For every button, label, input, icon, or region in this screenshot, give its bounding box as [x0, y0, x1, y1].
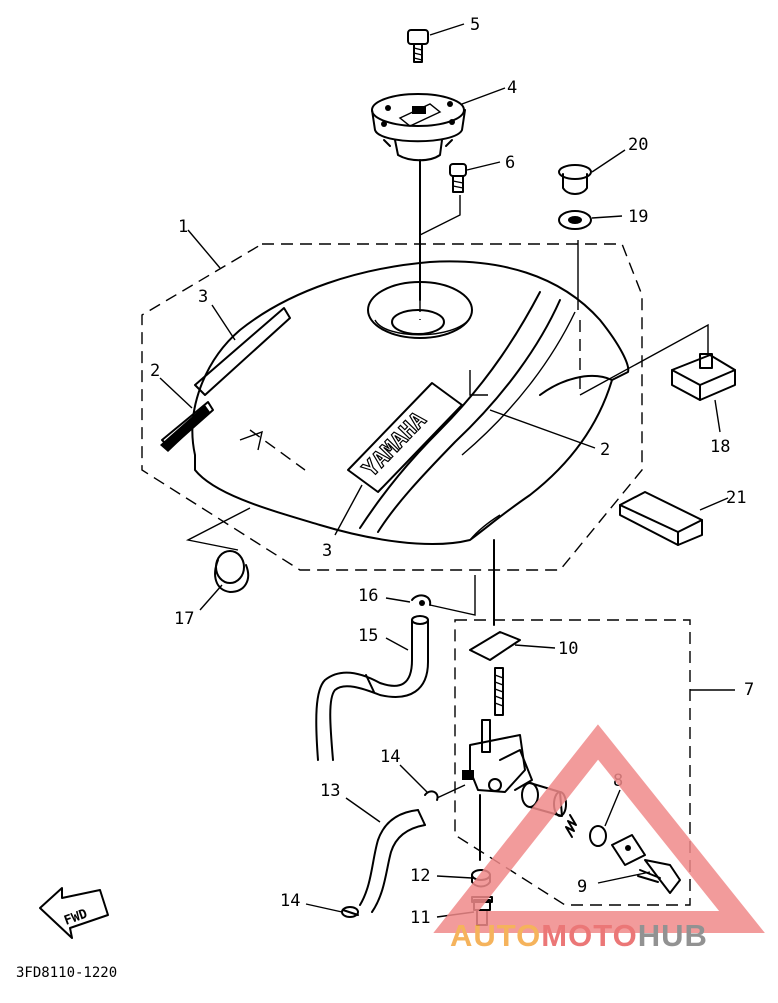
callout-2-right: 2 — [600, 440, 610, 460]
tank-bolt — [449, 163, 467, 193]
callout-15: 15 — [358, 626, 378, 646]
fuel-tank — [191, 260, 630, 545]
fwd-arrow: FWD — [39, 887, 109, 939]
watermark-hub: HUB — [638, 918, 708, 953]
callout-20: 20 — [628, 135, 648, 155]
callout-1: 1 — [178, 217, 188, 237]
fuel-hose-upper — [315, 615, 429, 761]
hose-clip-middle — [424, 784, 466, 801]
callout-10: 10 — [558, 639, 578, 659]
gasket — [469, 631, 521, 661]
side-stripe-decals — [160, 307, 291, 452]
o-ring — [589, 825, 607, 847]
callout-3-lower: 3 — [322, 541, 332, 561]
callout-4: 4 — [507, 78, 517, 98]
callout-19: 19 — [628, 207, 648, 227]
watermark-triangle — [433, 724, 765, 933]
callout-2-left: 2 — [150, 361, 160, 381]
watermark-auto: AUTO — [450, 918, 541, 953]
damper-pad — [619, 491, 703, 546]
brand-decal-text: YAMAHA — [358, 408, 431, 483]
callout-6: 6 — [505, 153, 515, 173]
callout-9: 9 — [577, 877, 587, 897]
rubber-damper — [214, 550, 250, 593]
hose-clip-top — [411, 594, 432, 606]
callout-5: 5 — [470, 15, 480, 35]
automotohub-watermark: AUTOMOTOHUB — [433, 724, 765, 953]
fuel-hose-lower — [359, 809, 426, 913]
callout-14-upper: 14 — [380, 747, 400, 767]
fuel-cock-group-outline — [454, 619, 691, 906]
callout-3-upper: 3 — [198, 287, 208, 307]
callout-7: 7 — [744, 680, 754, 700]
yamaha-decal: YAMAHA — [347, 382, 463, 493]
fuel-cock — [462, 667, 533, 861]
callout-21: 21 — [726, 488, 746, 508]
callout-12: 12 — [410, 866, 430, 886]
callout-18: 18 — [710, 437, 730, 457]
damper-ring — [558, 210, 592, 230]
filter-spring — [565, 814, 577, 838]
rubber-bracket — [671, 353, 736, 401]
callout-16: 16 — [358, 586, 378, 606]
fuel-cap — [371, 93, 466, 162]
callout-13: 13 — [320, 781, 340, 801]
callouts: 1 2 2 3 3 4 5 6 7 8 9 10 11 — [150, 15, 754, 928]
lever-plate — [611, 834, 681, 894]
watermark-moto: MOTO — [541, 918, 637, 953]
callout-11: 11 — [410, 908, 430, 928]
callout-17: 17 — [174, 609, 194, 629]
fwd-label: FWD — [62, 907, 89, 929]
callout-14-lower: 14 — [280, 891, 300, 911]
cap-bolt — [407, 29, 429, 63]
damper-top — [558, 164, 592, 195]
tank-group-outline — [141, 243, 643, 571]
hose-clip-bottom — [341, 906, 359, 918]
svg-text:AUTOMOTOHUB: AUTOMOTOHUB — [450, 918, 708, 953]
part-code: 3FD8110-1220 — [16, 965, 117, 981]
